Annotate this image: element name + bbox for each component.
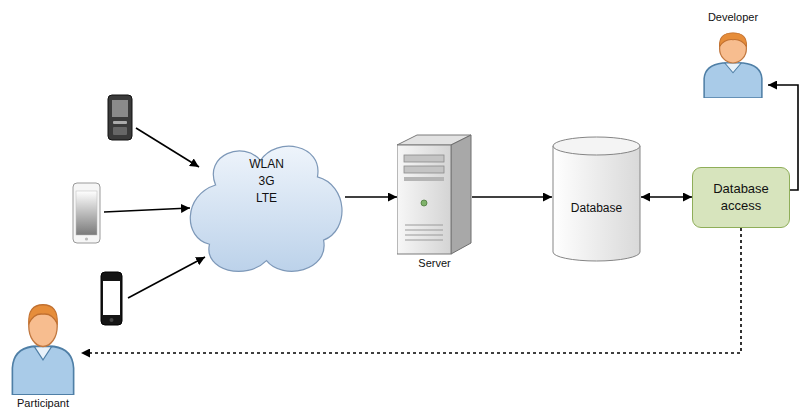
text-holder: WLAN 3G LTE [249,156,284,207]
black-smartphone [101,272,122,325]
white-smartphone [73,183,100,243]
text-holder: Server [418,255,450,271]
arrow-connector [472,196,552,198]
server-shape [397,135,471,254]
server-icon: Server [397,133,472,255]
process-box: Database access [692,167,790,228]
person-icon [704,33,762,98]
database-cylinder: Database [552,136,641,263]
cylinder-shape [553,137,640,261]
network-cloud: WLAN 3G LTE [185,136,348,279]
cloud-shape [190,146,342,271]
participant-actor: Participant [8,298,78,395]
text-holder: Developer [708,11,758,28]
box-label: Database [571,201,622,216]
feature-phone [108,95,132,140]
icon-label: Participant [17,397,69,411]
icon-label: Developer [708,11,758,25]
person-icon [12,305,73,395]
box-label: Database access [699,181,783,214]
text-holder: Database [552,154,641,263]
text-holder: Participant [17,395,69,411]
icon-label: Server [418,257,450,271]
device-arrows [104,128,205,298]
text-holder: Database access [693,168,789,227]
arrow-connector [641,196,692,198]
arrow-connector [345,196,397,198]
developer-actor: Developer [700,28,766,98]
box-label: WLAN 3G LTE [249,156,284,207]
